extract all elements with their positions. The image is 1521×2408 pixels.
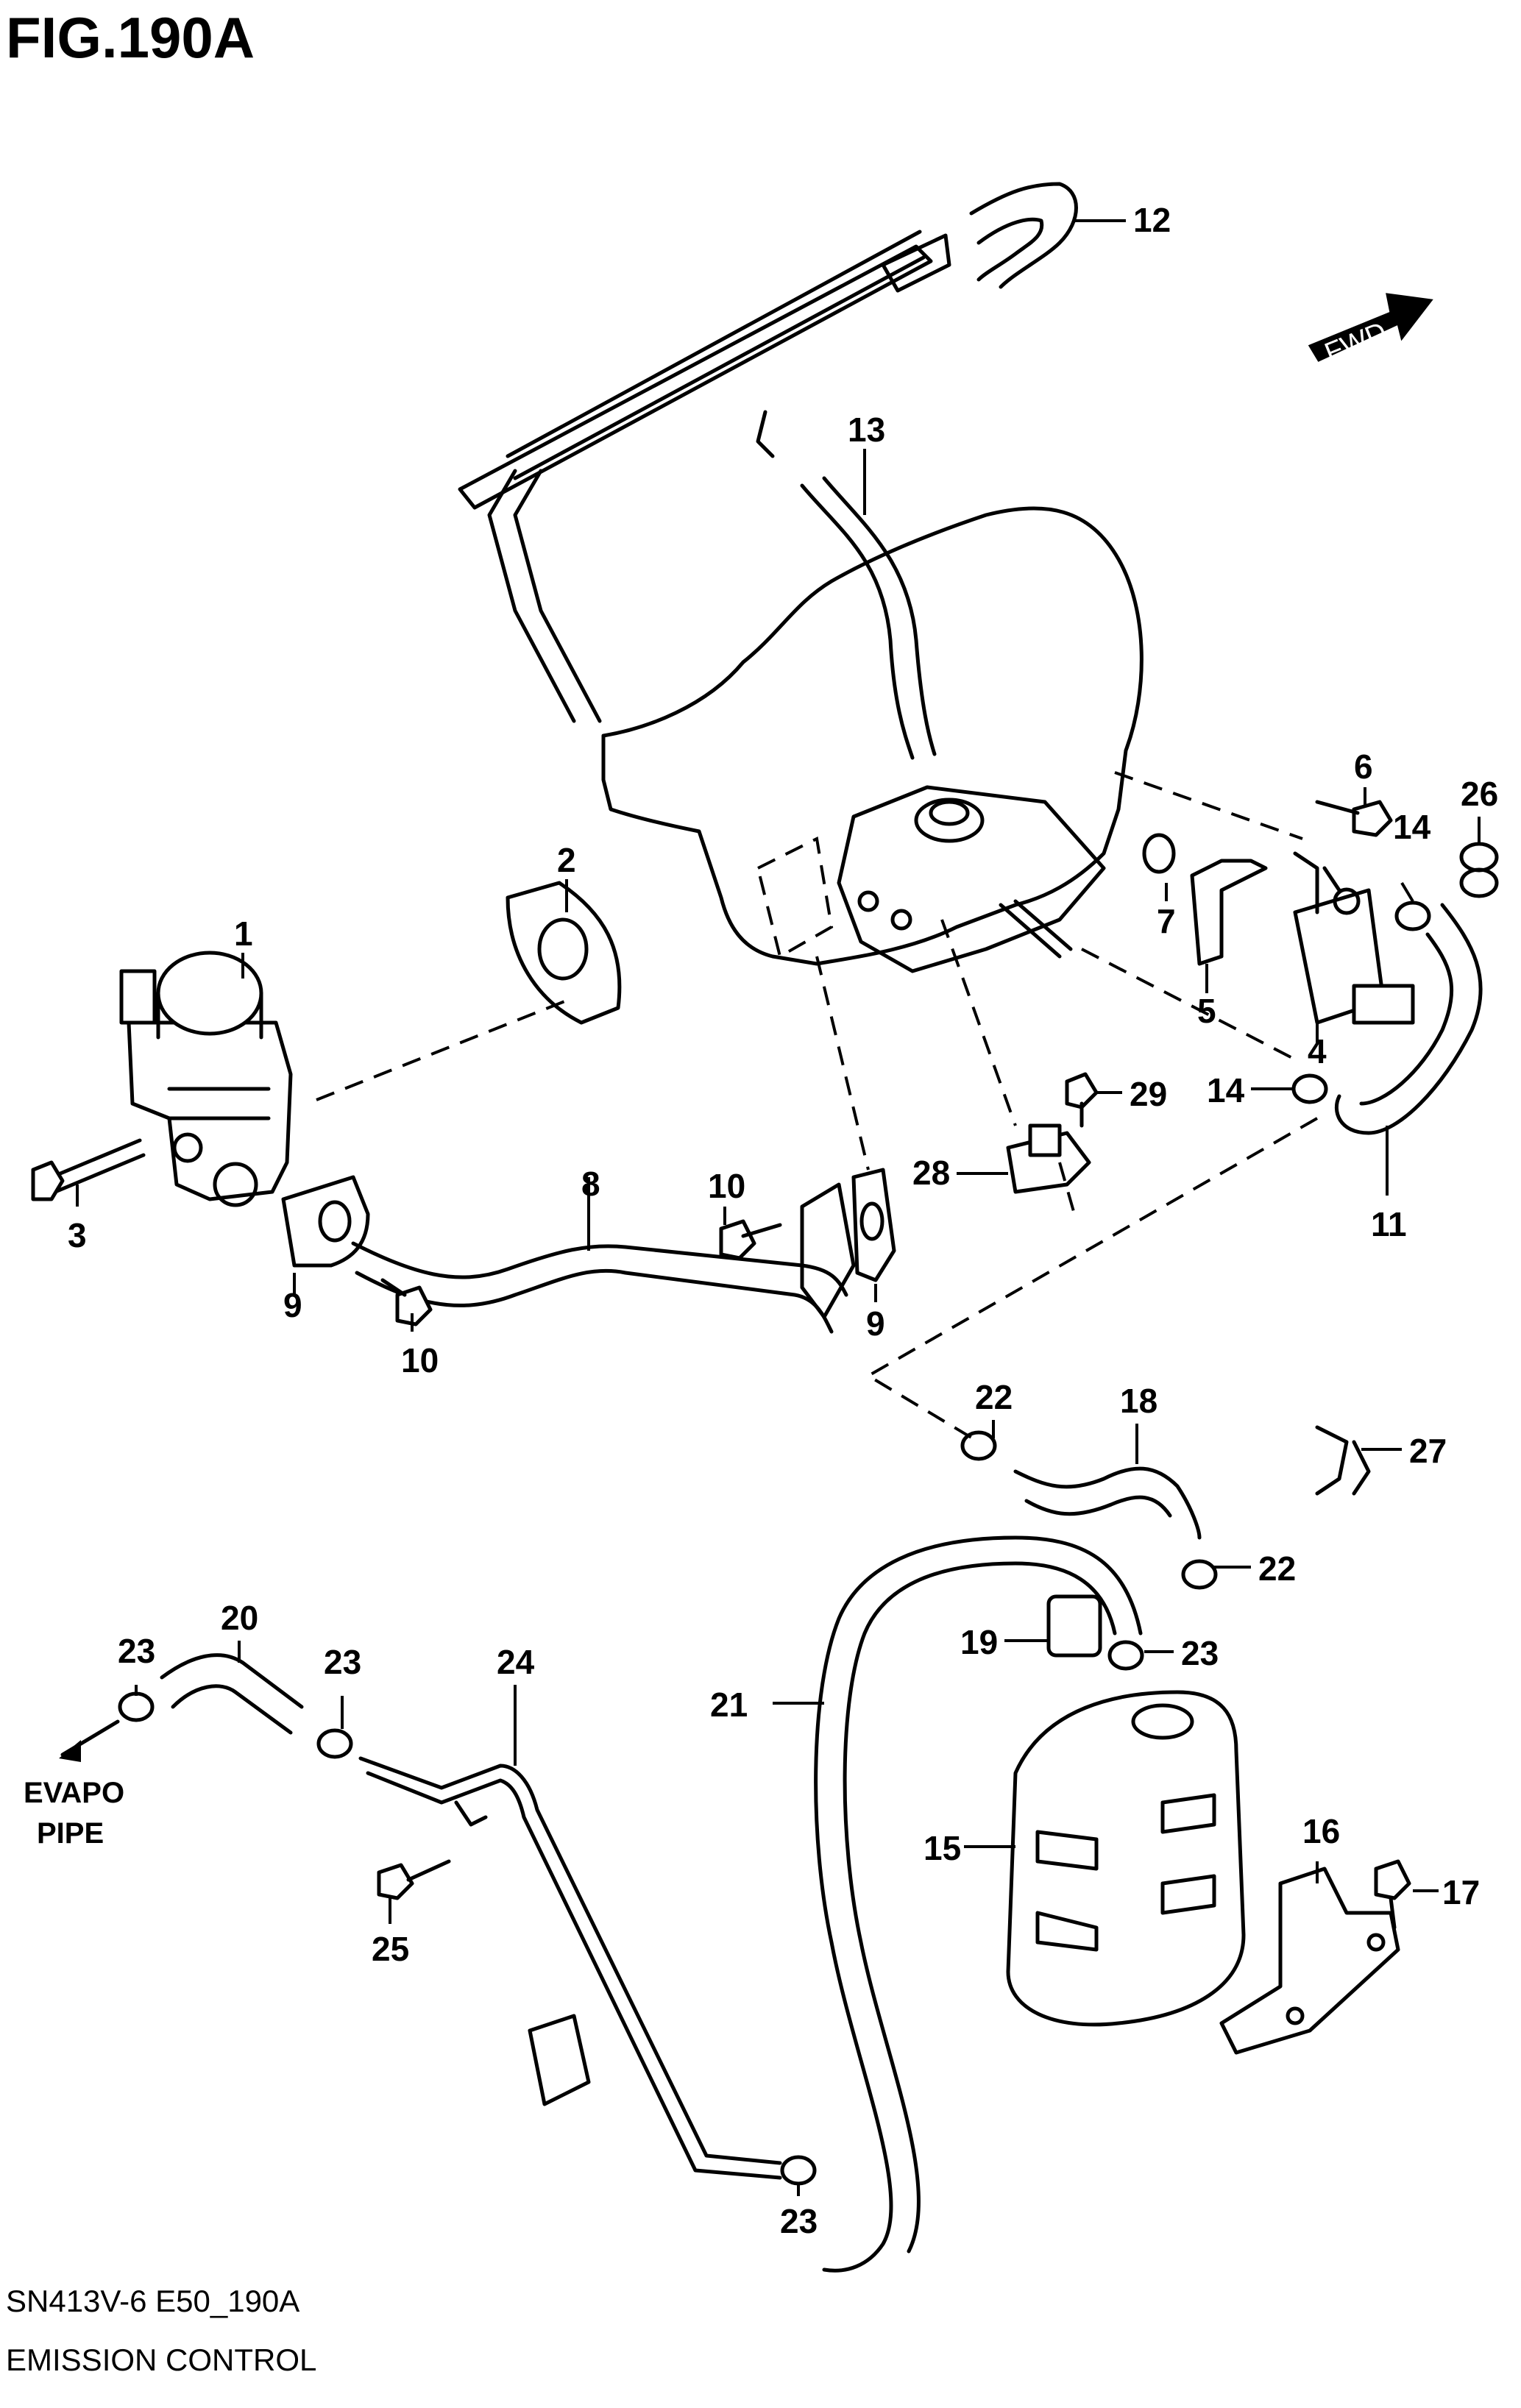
callout-5: 5 xyxy=(1197,992,1216,1030)
callout-2: 2 xyxy=(557,841,576,879)
egr-pipe-8-drawing xyxy=(281,1168,896,1334)
callout-18: 18 xyxy=(1120,1382,1157,1420)
bolt-6-drawing xyxy=(1315,800,1393,837)
callout-23-hose20: 23 xyxy=(324,1643,361,1681)
nut-7-drawing xyxy=(1142,833,1176,874)
callout-11: 11 xyxy=(1371,1205,1407,1243)
callout-19: 19 xyxy=(960,1623,998,1661)
callout-22-right: 22 xyxy=(1258,1549,1296,1588)
callout-20: 20 xyxy=(221,1599,258,1637)
vsv-4-drawing xyxy=(1293,851,1415,1025)
fwd-arrow-icon: FWD xyxy=(1308,293,1433,369)
callout-17: 17 xyxy=(1442,1873,1480,1911)
callout-28: 28 xyxy=(912,1154,950,1192)
clip-27-drawing xyxy=(1315,1425,1371,1496)
pipe-24-drawing xyxy=(358,1756,817,2186)
callout-3: 3 xyxy=(68,1216,87,1254)
callout-29: 29 xyxy=(1130,1075,1167,1113)
callout-23-canister: 23 xyxy=(1181,1634,1219,1672)
callout-7: 7 xyxy=(1157,902,1176,940)
gasket-2-drawing xyxy=(506,881,622,1025)
evap-label-line2: PIPE xyxy=(37,1817,104,1850)
hose-20-drawing xyxy=(118,1653,353,1759)
callout-23-bottom: 23 xyxy=(780,2202,818,2240)
sensor-28-drawing xyxy=(1006,1072,1099,1194)
callout-25: 25 xyxy=(372,1930,409,1968)
callout-14-top: 14 xyxy=(1393,808,1431,846)
hose-21-drawing xyxy=(814,1535,1143,2273)
bracket-5-drawing xyxy=(1190,859,1268,966)
bolt-25-drawing xyxy=(377,1859,451,1900)
callout-9-right: 9 xyxy=(866,1304,885,1343)
canister-15-drawing xyxy=(1006,1594,1246,2027)
egr-valve-drawing xyxy=(119,951,293,1207)
callout-14-left: 14 xyxy=(1207,1071,1245,1109)
clip-26-drawing xyxy=(1459,842,1499,898)
bolt-3-drawing xyxy=(31,1138,146,1201)
intake-manifold-drawing xyxy=(458,182,1483,1135)
callout-24: 24 xyxy=(497,1643,535,1681)
callout-15: 15 xyxy=(923,1829,961,1867)
callout-leaders xyxy=(76,219,1481,2196)
callout-23-evap: 23 xyxy=(118,1632,155,1670)
callout-13: 13 xyxy=(848,411,885,449)
dashed-leader-lines xyxy=(316,771,1318,1443)
callout-6: 6 xyxy=(1354,747,1373,786)
callout-27: 27 xyxy=(1409,1432,1447,1470)
callout-21: 21 xyxy=(710,1686,748,1724)
evap-label-line1: EVAPO xyxy=(24,1777,124,1809)
callout-9-left: 9 xyxy=(283,1286,302,1324)
bracket-16-drawing xyxy=(1219,1859,1411,2055)
callout-26: 26 xyxy=(1461,775,1498,813)
callout-1: 1 xyxy=(234,914,253,953)
fwd-label: FWD xyxy=(1321,316,1391,369)
footer-code: SN413V-6 E50_190A xyxy=(6,2284,299,2318)
hose-18-drawing xyxy=(960,1430,1218,1590)
callout-16: 16 xyxy=(1302,1812,1340,1850)
callout-labels: 1 2 3 4 5 6 7 8 9 9 10 10 11 12 13 14 14… xyxy=(68,201,1498,2240)
evap-arrow-icon xyxy=(59,1719,120,1762)
callout-10-top: 10 xyxy=(708,1167,745,1205)
callout-4: 4 xyxy=(1308,1032,1327,1070)
callout-12: 12 xyxy=(1133,201,1171,239)
figure-title: FIG.190A xyxy=(6,5,255,70)
footer-caption: EMISSION CONTROL xyxy=(6,2343,316,2377)
callout-10-bottom: 10 xyxy=(401,1341,439,1379)
callout-22-top: 22 xyxy=(975,1378,1013,1416)
callout-8: 8 xyxy=(581,1165,600,1203)
clamp-14-drawing xyxy=(1291,901,1431,1104)
